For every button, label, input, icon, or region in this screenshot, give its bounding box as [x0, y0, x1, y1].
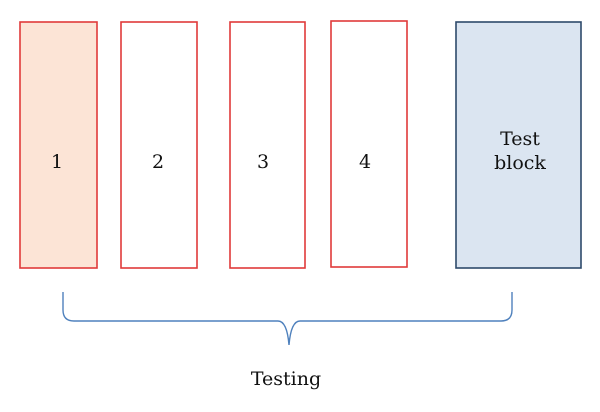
block-4-label: 4: [359, 151, 371, 173]
label-line: Test: [500, 128, 540, 150]
block-3-label: 3: [257, 151, 269, 173]
block-1-label: 1: [51, 151, 63, 173]
testing-brace: [62, 292, 513, 346]
test-block: [455, 21, 582, 269]
block-3: [229, 21, 306, 269]
label-line: 2: [152, 151, 164, 173]
block-2-label: 2: [152, 151, 164, 173]
testing-caption: Testing: [251, 368, 321, 390]
block-1: [19, 21, 98, 269]
block-4: [330, 20, 408, 268]
block-2: [120, 21, 198, 269]
label-line: 4: [359, 151, 371, 173]
label-line: block: [494, 152, 546, 174]
label-line: 3: [257, 151, 269, 173]
label-line: 1: [51, 151, 63, 173]
